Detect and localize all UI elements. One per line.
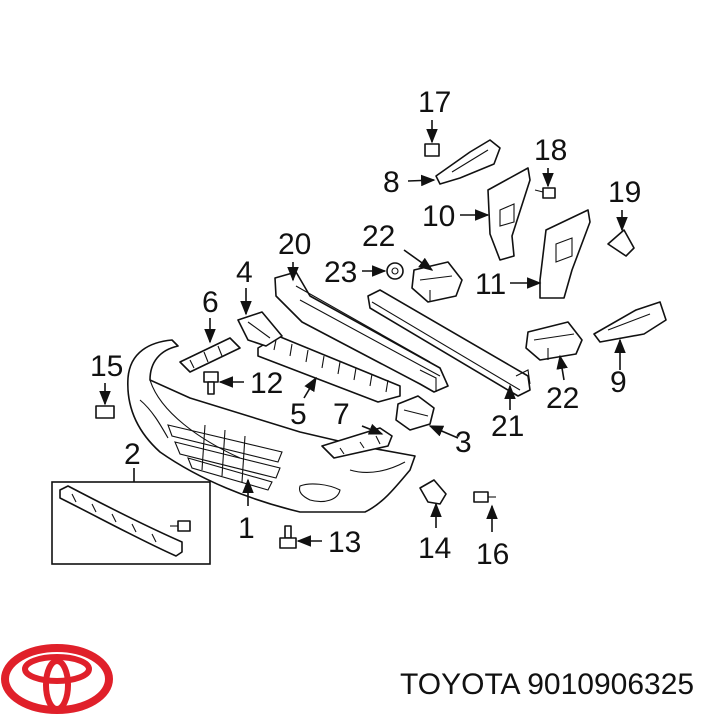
bolt-part-16 [473,491,496,503]
bracket-part-4 [237,311,283,347]
clip-part-2 [170,520,191,532]
clip-part-14 [419,479,447,505]
callout-18: 18 [534,134,567,167]
bolt-part-13 [279,525,297,549]
bracket-part-22-lower [525,321,583,361]
callout-3: 3 [455,426,472,459]
clip-part-15 [95,405,115,419]
callout-16: 16 [476,538,509,571]
callout-8: 8 [383,166,400,199]
spoiler-part [59,485,183,557]
bolt-part-12 [203,371,219,395]
callout-1: 1 [238,512,255,545]
bracket-part-8 [435,139,501,185]
callout-6: 6 [202,286,219,319]
callout-11: 11 [475,268,506,301]
leader-lines [99,120,628,547]
bracket-part-3 [395,395,435,431]
reinforcement-upper-part [274,271,449,393]
clip-part-19 [607,229,635,257]
impact-bar-part [367,289,531,397]
bracket-part-9 [593,301,667,343]
callout-14: 14 [418,532,451,565]
bumper-cover-part [127,339,416,513]
callout-5: 5 [290,398,307,431]
bolt-part-18 [534,187,556,199]
callout-10: 10 [422,200,455,233]
callout-22-upper: 22 [362,220,395,253]
callout-2: 2 [124,438,141,471]
toyota-logo-icon [1,644,113,714]
bracket-part-11 [539,209,591,299]
bolt-part-17 [424,143,440,157]
retainer-part-6 [179,337,241,373]
callout-23: 23 [324,256,357,289]
bracket-part-10 [487,167,531,261]
callout-7: 7 [333,398,350,431]
callout-15: 15 [90,350,123,383]
callout-12: 12 [250,367,283,400]
callout-19: 19 [608,176,641,209]
callout-13: 13 [328,526,361,559]
callout-17: 17 [418,86,451,119]
callout-9: 9 [610,366,627,399]
callout-21: 21 [491,410,524,443]
part-number-label: TOYOTA 9010906325 [400,668,695,701]
callout-4: 4 [236,256,253,289]
nut-part-23 [386,262,404,280]
bracket-part-22-upper [411,261,463,303]
callout-20: 20 [278,228,311,261]
callout-22-lower: 22 [546,382,579,415]
item-2-box [51,481,211,565]
